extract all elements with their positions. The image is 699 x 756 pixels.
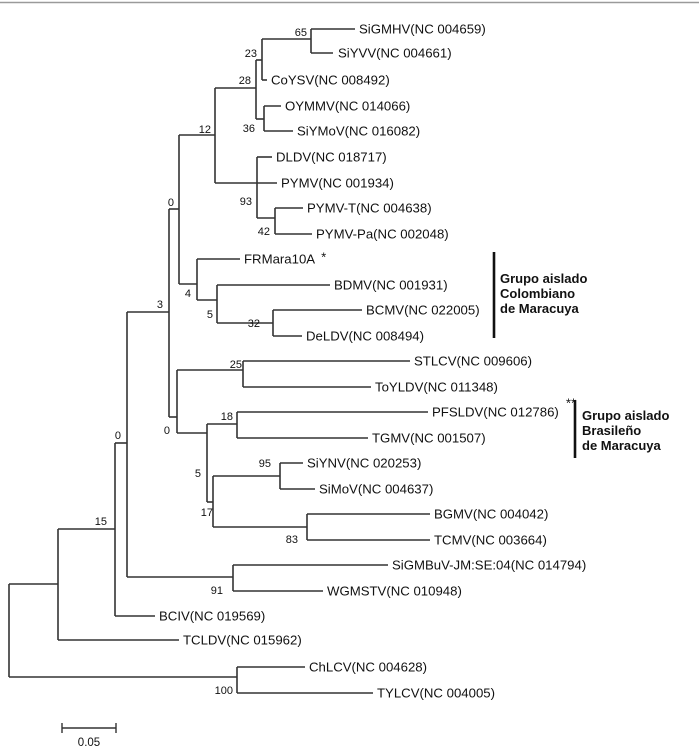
taxon-label: BCIV(NC 019569) <box>159 609 265 624</box>
bootstrap-value: 91 <box>211 585 223 597</box>
taxon-label: DeLDV(NC 008494) <box>306 329 424 344</box>
bootstrap-value: 15 <box>95 516 107 528</box>
taxon-label: FRMara10A* <box>244 250 326 267</box>
taxon-label: ToYLDV(NC 011348) <box>375 380 498 395</box>
bootstrap-value: 65 <box>295 27 307 39</box>
taxon-label: BGMV(NC 004042) <box>434 507 548 522</box>
taxon-label: WGMSTV(NC 010948) <box>327 584 462 599</box>
taxon-label: BCMV(NC 022005) <box>366 303 480 318</box>
taxon-label: PFSLDV(NC 012786)** <box>432 396 576 420</box>
bootstrap-value: 23 <box>245 48 257 60</box>
bootstrap-value: 95 <box>259 458 271 470</box>
bootstrap-value: 25 <box>230 359 242 371</box>
bootstrap-value: 83 <box>286 534 298 546</box>
taxon-label: PYMV-Pa(NC 002048) <box>316 227 449 242</box>
bootstrap-value: 18 <box>221 411 233 423</box>
bootstrap-value: 0 <box>115 430 121 442</box>
taxon-label: TCMV(NC 003664) <box>434 533 547 548</box>
bootstrap-value: 28 <box>239 75 251 87</box>
taxon-label: SiGMBuV-JM:SE:04(NC 014794) <box>392 558 586 573</box>
bootstrap-value: 93 <box>240 196 252 208</box>
taxon-label: CoYSV(NC 008492) <box>271 73 390 88</box>
taxon-suffix-mark: * <box>321 250 326 265</box>
taxon-label: SiYVV(NC 004661) <box>338 46 452 61</box>
bootstrap-value: 5 <box>195 468 201 480</box>
taxon-label: PYMV(NC 001934) <box>281 176 394 191</box>
bootstrap-value: 42 <box>258 226 270 238</box>
taxon-label: BDMV(NC 001931) <box>334 278 448 293</box>
bootstrap-value: 0 <box>164 425 170 437</box>
taxon-label: SiYNV(NC 020253) <box>307 456 421 471</box>
taxon-label: PYMV-T(NC 004638) <box>307 201 432 216</box>
bootstrap-value: 32 <box>248 318 260 330</box>
bootstrap-value: 0 <box>168 197 174 209</box>
taxon-label: SiYMoV(NC 016082) <box>297 124 420 139</box>
bootstrap-value: 17 <box>201 507 213 519</box>
taxon-label: STLCV(NC 009606) <box>414 354 532 369</box>
taxon-label: TGMV(NC 001507) <box>372 431 486 446</box>
bootstrap-value: 5 <box>207 309 213 321</box>
taxon-label: DLDV(NC 018717) <box>276 150 387 165</box>
bootstrap-value: 12 <box>199 124 211 136</box>
taxon-label: TCLDV(NC 015962) <box>183 633 302 648</box>
bootstrap-value: 3 <box>157 299 163 311</box>
taxon-label: TYLCV(NC 004005) <box>377 686 495 701</box>
bootstrap-value: 36 <box>243 123 255 135</box>
bootstrap-value: 4 <box>185 288 191 300</box>
taxon-suffix-mark: ** <box>566 396 576 411</box>
taxon-label: SiMoV(NC 004637) <box>319 482 433 497</box>
taxon-label: OYMMV(NC 014066) <box>285 99 410 114</box>
taxon-label: ChLCV(NC 004628) <box>309 660 427 675</box>
taxon-label: SiGMHV(NC 004659) <box>359 22 486 37</box>
scale-bar-label: 0.05 <box>78 737 100 749</box>
bootstrap-value: 100 <box>215 685 233 697</box>
